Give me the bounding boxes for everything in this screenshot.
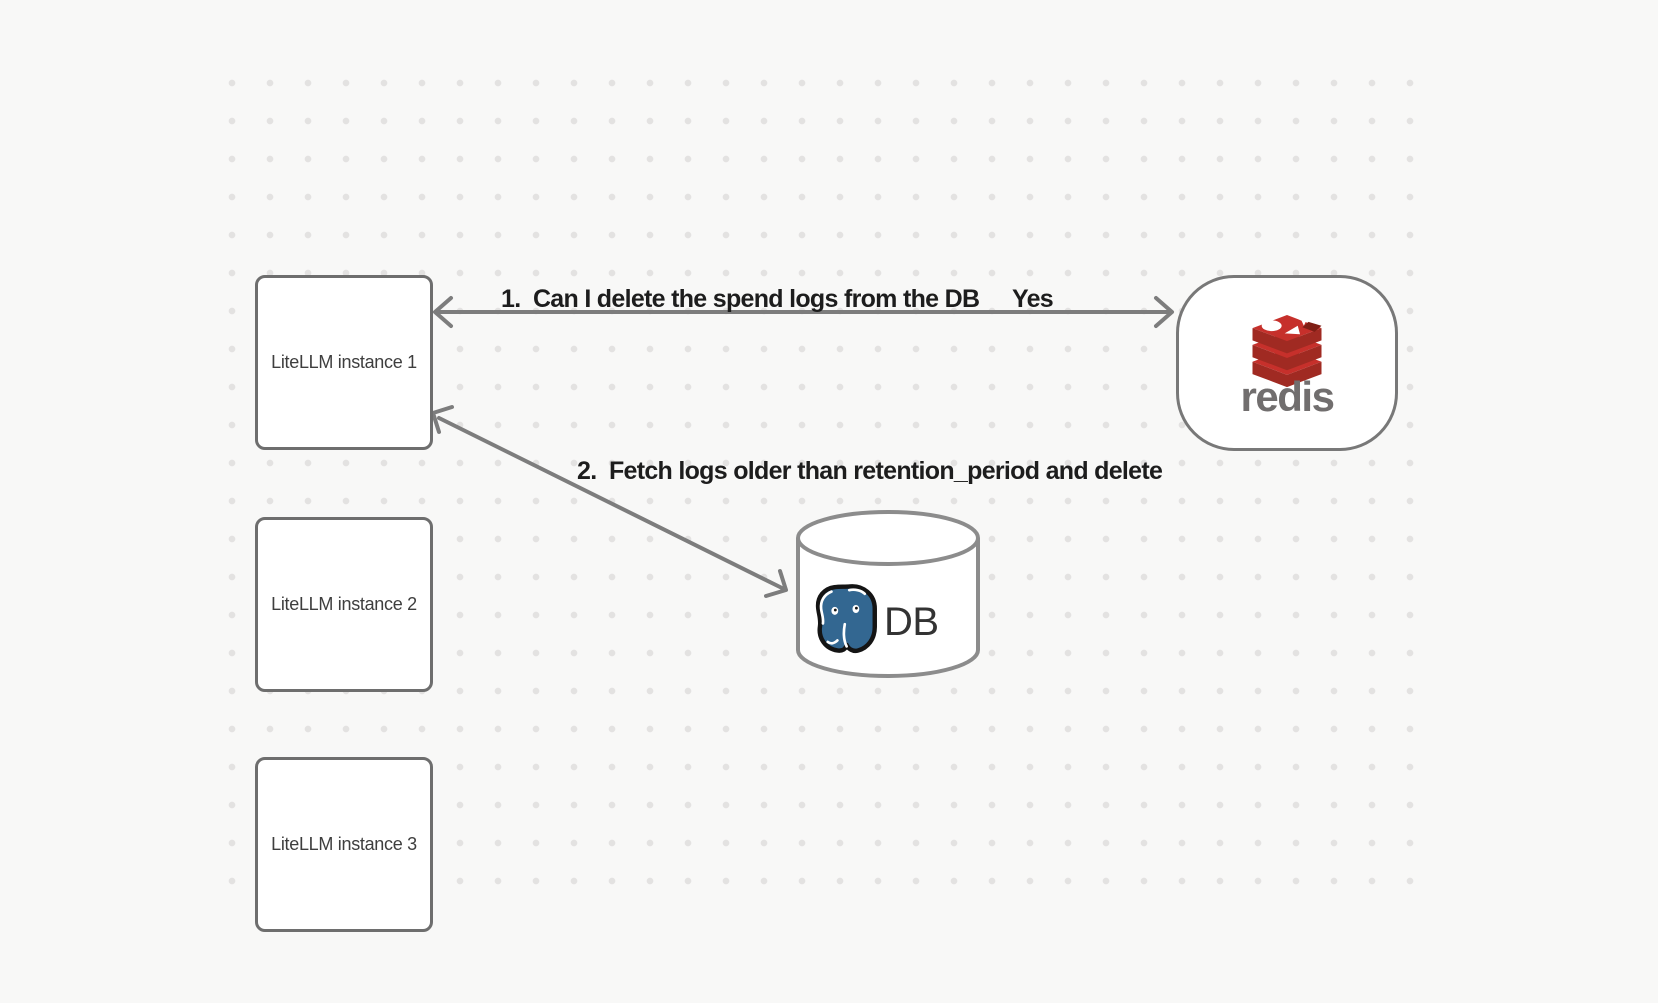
node-litellm-instance-2: LiteLLM instance 2 — [255, 517, 433, 692]
edge-1-label: 1. Can I delete the spend logs from the … — [501, 285, 980, 313]
edge-2-label: 2. Fetch logs older than retention_perio… — [577, 457, 1163, 485]
postgresql-elephant-icon — [815, 584, 877, 654]
redis-wordmark: redis — [1240, 373, 1335, 420]
node-litellm-instance-1: LiteLLM instance 1 — [255, 275, 433, 450]
edge-1-response-label: Yes — [1012, 285, 1054, 313]
redis-logo-icon — [1252, 310, 1322, 388]
db-label: DB — [884, 600, 939, 644]
node-db: DB — [794, 508, 982, 680]
node-litellm-instance-3: LiteLLM instance 3 — [255, 757, 433, 932]
node-label: LiteLLM instance 3 — [271, 834, 417, 854]
node-redis: redis — [1176, 275, 1398, 451]
node-label: LiteLLM instance 1 — [271, 352, 417, 372]
node-label: LiteLLM instance 2 — [271, 594, 417, 614]
